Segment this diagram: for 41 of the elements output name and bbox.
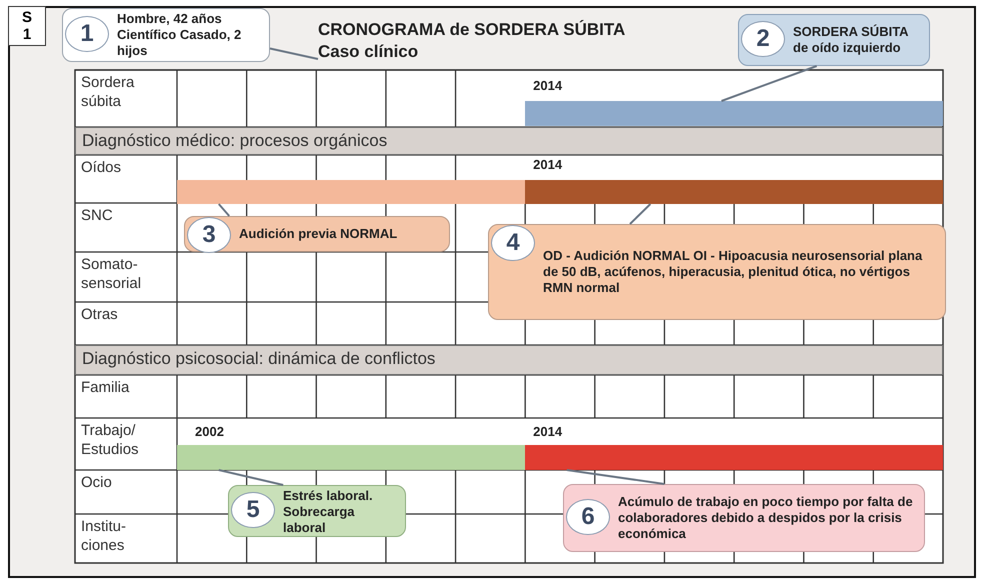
row-header: Sordera súbita [80,73,136,112]
timeline-bar [525,180,943,204]
timeline-bar [177,180,526,204]
callout-text: Audición previa NORMAL [239,226,398,242]
row-header: Institu- ciones [80,517,128,556]
callout-number: 6 [566,498,610,534]
callout-text: OD - Audición NORMAL OI - Hipoacusia neurosensorial plana de 50 dB, acúfenos, hiperacusia, plenitud ótica, no vértigos RMN normal [543,248,924,296]
callout-text: Estrés laboral. Sobrecarga laboral [283,488,374,536]
timeline-bar [525,101,943,126]
callout-bubble [184,216,450,252]
row-header: Oídos [80,158,122,178]
subtitle: Caso clínico [318,42,418,62]
row-header: Somato- sensorial [80,255,142,294]
callout-bubble [62,8,270,62]
callout-bubble [488,224,946,320]
year-label: 2014 [533,424,562,439]
row-header: SNC [80,206,114,226]
callout-bubble [563,484,925,552]
callout-text: SORDERA SÚBITA de oído izquierdo [793,24,910,56]
year-label: 2002 [195,424,224,439]
year-label: 2014 [533,78,562,93]
title: CRONOGRAMA de SORDERA SÚBITA [318,20,626,40]
callout-number: 3 [187,217,231,253]
callout-text: Acúmulo de trabajo en poco tiempo por falta de colaboradores debido a despidos por la crisis económica [618,494,914,542]
callout-bubble [738,14,930,66]
timeline-bar [177,445,526,470]
section-header: Diagnóstico psicosocial: dinámica de conflictos [75,345,943,375]
row-header: Familia [80,378,130,398]
row-header: Ocio [80,473,113,493]
callout-number: 2 [741,20,785,56]
callout-number: 4 [491,225,535,261]
year-label: 2014 [533,157,562,172]
callout-number: 1 [65,16,109,52]
section-header: Diagnóstico médico: procesos orgánicos [75,127,943,155]
panel-label: S 1 [8,6,46,46]
timeline-bar [525,445,943,470]
row-header: Otras [80,305,119,325]
callout-bubble [228,485,406,537]
row-header: Trabajo/ Estudios [80,421,140,460]
callout-number: 5 [231,492,275,528]
callout-text: Hombre, 42 años Científico Casado, 2 hijos [117,11,242,59]
